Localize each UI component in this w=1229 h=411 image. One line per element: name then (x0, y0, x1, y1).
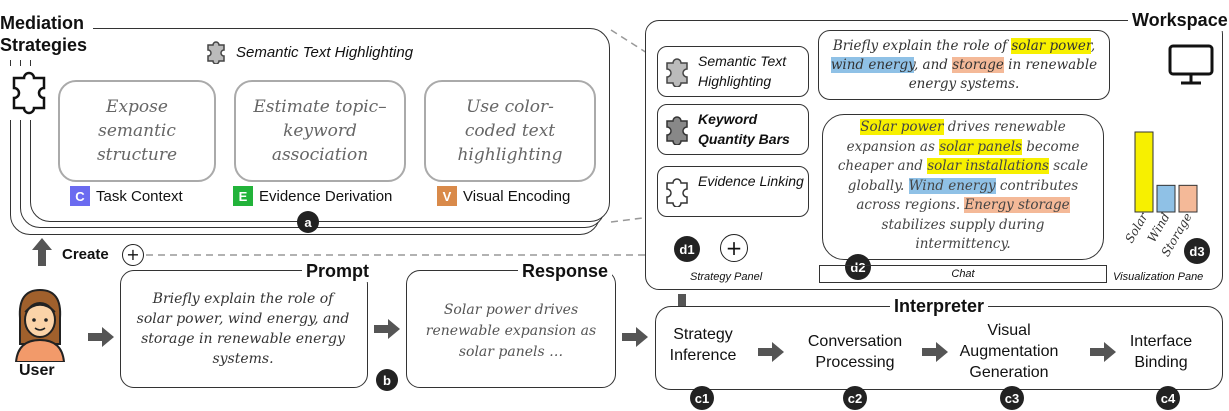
tag-e: E (233, 186, 253, 206)
right-arrow-icon (1090, 342, 1116, 362)
highlight-solar-power: solar power (1011, 38, 1091, 54)
strategy-item-quantity[interactable]: Keyword Quantity Bars (657, 104, 809, 155)
tag-v: V (437, 186, 457, 206)
badge-a: a (297, 211, 319, 233)
step-interface-binding: Interface Binding (1129, 333, 1193, 371)
response-text: Solar power drives renewable expansion a… (425, 302, 597, 360)
highlight-storage: storage (952, 57, 1004, 73)
up-arrow-icon (32, 238, 52, 266)
chat-prompt-text: Briefly explain the role of solar power,… (828, 37, 1100, 94)
card-expose-text: Expose semantic structure (96, 97, 178, 165)
puzzle-icon (666, 116, 688, 145)
monitor-icon (1168, 44, 1214, 85)
chat-response-text: Solar power drives renewable expansion a… (832, 118, 1094, 255)
badge-d1: d1 (674, 236, 700, 262)
label-task-context: C Task Context (70, 186, 183, 206)
interpreter-title: Interpreter (890, 296, 989, 317)
user-avatar (8, 284, 72, 363)
right-arrow-icon (374, 319, 400, 339)
highlight-solar-power: Solar power (860, 119, 944, 135)
puzzle-icon (666, 58, 688, 87)
label-task-context-text: Task Context (96, 187, 183, 205)
badge-c4: c4 (1156, 386, 1180, 410)
highlight-solar-panels: solar panels (939, 138, 1022, 155)
bar-solar (1134, 131, 1154, 213)
right-arrow-icon (758, 342, 784, 362)
badge-d3: d3 (1184, 238, 1210, 264)
response-box (406, 270, 616, 388)
chat-prompt-part4: in renewable energy systems. (908, 57, 1098, 92)
puzzle-icon (666, 178, 688, 207)
highlight-solar-installations: solar installations (927, 158, 1049, 174)
puzzle-icon (207, 41, 225, 64)
strategy-panel-label: Strategy Panel (690, 271, 763, 283)
label-visual-encoding-text: Visual Encoding (463, 187, 571, 205)
chat-response-part2: become cheaper and (837, 138, 1080, 175)
chat-label-box: Chat (819, 265, 1107, 283)
strategy-item-quantity-label: Keyword Quantity Bars (698, 111, 790, 147)
card-estimate-text: Estimate topic–keyword association (253, 97, 387, 165)
right-arrow-icon (622, 327, 648, 347)
strategy-name: Semantic Text Highlighting (236, 43, 414, 61)
badge-c1: c1 (690, 386, 714, 410)
chat-prompt-part2: , (1090, 38, 1096, 54)
chat-response-part1: drives renewable expansion as (846, 119, 1066, 155)
create-label: Create (62, 246, 109, 263)
highlight-wind-energy: Wind energy (908, 177, 996, 194)
card-estimate: Estimate topic–keyword association (234, 80, 406, 182)
badge-c2: c2 (843, 386, 867, 410)
card-expose: Expose semantic structure (58, 80, 216, 182)
strategy-add-button[interactable]: + (720, 234, 748, 262)
chat-prompt-part3: , and (913, 57, 953, 73)
label-evidence-derivation-text: Evidence Derivation (259, 187, 393, 205)
mediation-title-line1: Mediation (0, 13, 84, 33)
prompt-title: Prompt (302, 261, 373, 282)
create-plus-button[interactable]: + (122, 244, 144, 266)
prompt-box (120, 270, 368, 388)
strategy-item-evidence-label: Evidence Linking (698, 173, 804, 189)
prompt-text: Briefly explain the role of solar power,… (136, 291, 350, 367)
user-label: User (19, 362, 55, 379)
chat-label: Chat (951, 268, 975, 280)
tag-c: C (70, 186, 90, 206)
step-strategy-inference: Strategy Inference (669, 326, 737, 364)
label-visual-encoding: V Visual Encoding (437, 186, 570, 206)
mediation-title: Mediation Strategies (0, 10, 94, 60)
strategy-item-evidence[interactable]: Evidence Linking (657, 166, 809, 217)
chat-response-part5: stabilizes supply during intermittency. (881, 216, 1045, 253)
card-encode: Use color-coded text highlighting (424, 80, 596, 182)
mediation-title-line2: Strategies (0, 35, 88, 55)
strategy-item-semantic[interactable]: Semantic Text Highlighting (657, 46, 809, 97)
semantic-highlighting-header: Semantic Text Highlighting (204, 40, 413, 64)
step-visual-augmentation: Visual Augmentation Generation (959, 322, 1059, 381)
chat-response-part4: contributes across regions. (856, 177, 1079, 214)
chat-response-part3: scale globally. (847, 158, 1089, 194)
badge-d2: d2 (845, 254, 871, 280)
strategy-item-semantic-label: Semantic Text Highlighting (698, 53, 787, 89)
highlight-energy-storage: Energy storage (964, 197, 1070, 213)
badge-b: b (376, 369, 398, 391)
step-conversation-processing: Conversation Processing (807, 333, 903, 371)
viz-pane-label: Visualization Pane (1113, 271, 1204, 283)
response-title: Response (518, 261, 613, 282)
right-arrow-icon (88, 327, 114, 347)
right-arrow-icon (922, 342, 948, 362)
chat-prompt-part1: Briefly explain the role of (832, 38, 1012, 54)
bar-storage (1178, 184, 1198, 213)
highlight-wind-energy: wind energy (830, 57, 914, 73)
bar-wind (1156, 184, 1176, 213)
badge-c3: c3 (1000, 386, 1024, 410)
card-encode-text: Use color-coded text highlighting (457, 97, 563, 165)
workspace-title: Workspace (1128, 10, 1229, 31)
label-evidence-derivation: E Evidence Derivation (233, 186, 392, 206)
puzzle-icon (4, 66, 58, 120)
